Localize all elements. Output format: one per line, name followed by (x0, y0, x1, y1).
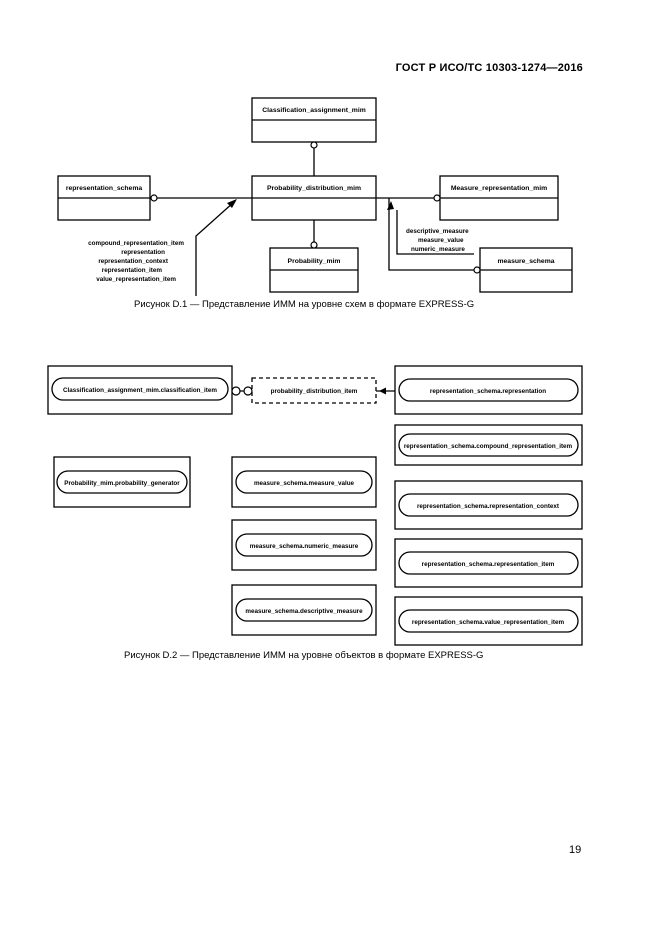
box-label: Measure_representation_mim (451, 185, 547, 192)
page-number: 19 (569, 844, 582, 856)
left-label: representation (121, 249, 165, 256)
box-label: representation_schema.compound_represent… (404, 443, 573, 450)
box-classification-item-pill (51, 377, 229, 401)
left-label: representation_context (98, 258, 169, 265)
left-label: representation_item (102, 267, 163, 274)
left-label: compound_representation_item (88, 240, 184, 247)
document-header: ГОСТ Р ИСО/ТС 10303-1274—2016 (395, 62, 583, 74)
box-label: representation_schema.representation_ite… (422, 561, 555, 568)
box-label: Probability_distribution_mim (267, 185, 361, 192)
right-label: measure_value (418, 237, 464, 244)
box-label: measure_schema.descriptive_measure (245, 608, 363, 615)
box-label: representation_schema.value_representati… (412, 619, 565, 626)
box-label: Classification_assignment_mim.classifica… (63, 387, 217, 394)
box-rep-representation-pill (398, 378, 579, 402)
box-label: representation_schema (66, 185, 143, 192)
box-label: representation_schema.representation (430, 388, 546, 395)
right-label: descriptive_measure (406, 228, 469, 235)
left-label: value_representation_item (96, 276, 176, 283)
box-label: Probability_mim.probability_generator (64, 480, 180, 487)
box-label: Probability_mim (288, 258, 341, 265)
box-label: measure_schema (497, 258, 554, 265)
box-label: representation_schema.representation_con… (417, 503, 560, 510)
figure-d1-caption: Рисунок D.1 — Представление ИММ на уровн… (134, 299, 475, 310)
figure-d2-caption: Рисунок D.2 — Представление ИММ на уровн… (124, 650, 484, 661)
box-label: measure_schema.numeric_measure (250, 543, 359, 550)
box-label: probability_distribution_item (271, 388, 358, 395)
box-label: measure_schema.measure_value (254, 480, 355, 487)
box-rep-representation-frame (394, 365, 583, 415)
box-label: Classification_assignment_mim (262, 107, 366, 114)
right-label: numeric_measure (411, 246, 465, 253)
